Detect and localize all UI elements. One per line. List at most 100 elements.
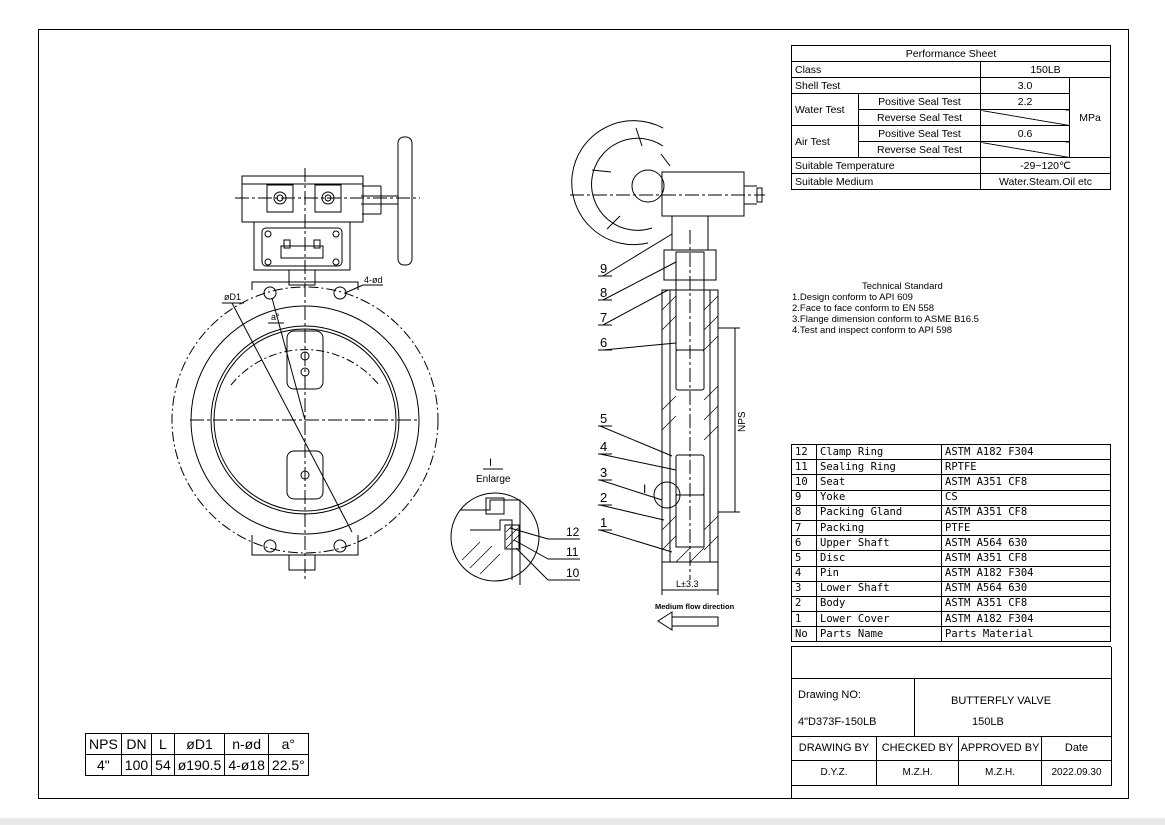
shell-test-label: Shell Test	[791, 77, 981, 94]
dim-value: 4"	[85, 754, 122, 776]
checked-by-value: M.Z.H.	[876, 760, 959, 786]
drawing-frame	[38, 29, 1129, 799]
l-dim-label: L±3.3	[676, 579, 698, 589]
approved-by-value: M.Z.H.	[958, 760, 1042, 786]
part-name: Packing Gland	[816, 504, 942, 521]
standard-item: 1.Design conform to API 609	[792, 292, 913, 303]
part-no: 2	[791, 595, 817, 613]
detail-enlarge	[450, 468, 580, 585]
product-box: BUTTERFLY VALVE 150LB	[914, 678, 1112, 737]
title-spacer	[791, 647, 1112, 679]
section-mark: I	[643, 482, 646, 496]
part-name: Body	[816, 595, 942, 613]
air-reverse-value	[980, 141, 1070, 158]
medium-value: Water.Steam.Oil etc	[980, 173, 1111, 190]
dim-header: øD1	[173, 733, 226, 755]
dim-value: 22.5°	[267, 754, 309, 776]
part-no: 11	[791, 459, 817, 476]
title-block: Drawing NO: 4"D373F-150LB BUTTERFLY VALV…	[791, 646, 1112, 798]
perf-title: Performance Sheet	[791, 45, 1111, 62]
callout-8: 8	[600, 285, 607, 300]
callout-7: 7	[600, 310, 607, 325]
drawn-by-value: D.Y.Z.	[791, 760, 877, 786]
standard-item: 4.Test and inspect conform to API 598	[792, 325, 953, 336]
part-name: Sealing Ring	[816, 459, 942, 476]
part-material: ASTM A351 CF8	[941, 595, 1111, 613]
part-material: ASTM A351 CF8	[941, 550, 1111, 567]
part-no: 4	[791, 565, 817, 582]
header-material: Parts Material	[941, 626, 1111, 643]
drawn-by-label: DRAWING BY	[791, 736, 877, 761]
dim-header: a°	[267, 733, 309, 755]
water-positive-label: Positive Seal Test	[858, 93, 981, 110]
part-material: RPTFE	[941, 459, 1111, 476]
part-material: PTFE	[941, 519, 1111, 537]
part-name: Lower Shaft	[816, 580, 942, 597]
part-material: ASTM A351 CF8	[941, 474, 1111, 491]
part-material: ASTM A564 630	[941, 580, 1111, 597]
callout-3: 3	[600, 465, 607, 480]
part-material: CS	[941, 489, 1111, 506]
dim-header: DN	[120, 733, 153, 755]
part-name: Lower Cover	[816, 611, 942, 628]
class-value: 150LB	[980, 61, 1111, 78]
callout-12: 12	[566, 525, 580, 539]
dim-value: 54	[151, 754, 175, 776]
part-name: Clamp Ring	[816, 443, 942, 461]
checked-by-label: CHECKED BY	[876, 736, 959, 761]
callout-6: 6	[600, 335, 607, 350]
temperature-value: -29~120℃	[980, 157, 1111, 174]
standard-item: 3.Flange dimension conform to ASME B16.5	[792, 314, 979, 325]
dimension-header-row: NPS DN L øD1 n-ød a°	[85, 733, 309, 755]
part-material: ASTM A182 F304	[941, 443, 1111, 461]
part-name: Upper Shaft	[816, 535, 942, 552]
part-material: ASTM A182 F304	[941, 565, 1111, 582]
dimension-value-row: 4" 100 54 ø190.5 4-ø18 22.5°	[85, 754, 309, 776]
dim-value: 100	[120, 754, 153, 776]
approved-by-label: APPROVED BY	[958, 736, 1042, 761]
air-reverse-label: Reverse Seal Test	[858, 141, 981, 158]
side-view	[570, 120, 765, 631]
dim-header: NPS	[85, 733, 122, 755]
part-name: Packing	[816, 519, 942, 537]
callout-2: 2	[600, 490, 607, 505]
shell-test-value: 3.0	[980, 77, 1070, 94]
part-material: ASTM A564 630	[941, 535, 1111, 552]
dim-header: n-ød	[224, 733, 269, 755]
header-name: Parts Name	[816, 626, 942, 643]
callout-9: 9	[600, 261, 607, 276]
header-no: No	[791, 626, 817, 643]
callout-10: 10	[566, 566, 580, 580]
standard-item: 2.Face to face conform to EN 558	[792, 303, 935, 314]
part-no: 9	[791, 489, 817, 506]
performance-sheet: Performance Sheet Class 150LB Shell Test…	[791, 45, 1111, 190]
part-no: 8	[791, 504, 817, 521]
dimension-table: NPS DN L øD1 n-ød a° 4" 100 54 ø190.5 4-…	[85, 733, 309, 776]
part-name: Pin	[816, 565, 942, 582]
callout-1: 1	[600, 515, 607, 530]
date-label: Date	[1041, 736, 1112, 761]
part-no: 1	[791, 611, 817, 628]
part-no: 7	[791, 519, 817, 537]
water-reverse-value	[980, 109, 1070, 126]
temperature-label: Suitable Temperature	[791, 157, 981, 174]
air-test-label: Air Test	[791, 125, 859, 158]
dim-value: 4-ø18	[224, 754, 269, 776]
dim-value: ø190.5	[173, 754, 226, 776]
nps-label: NPS	[737, 411, 748, 432]
drawing-no-label: Drawing NO:	[798, 689, 861, 701]
part-no: 5	[791, 550, 817, 567]
